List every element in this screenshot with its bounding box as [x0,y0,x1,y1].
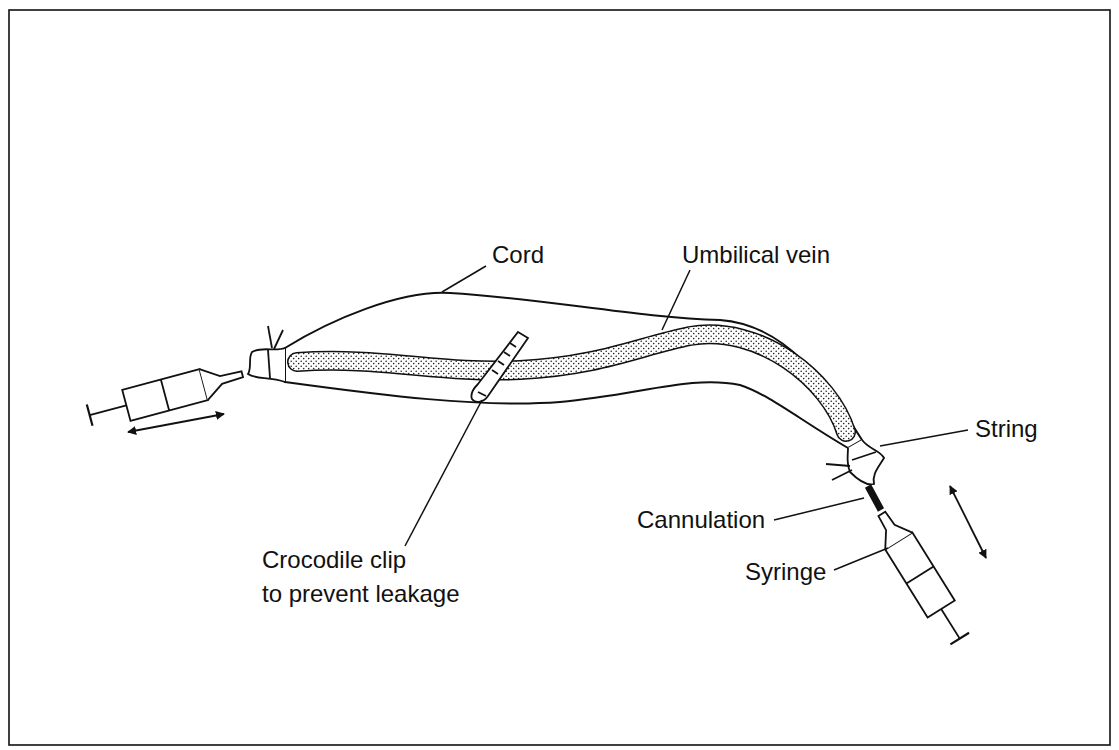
umbilical-vein [297,334,846,432]
part-label: Syringe [745,555,826,589]
syringe-left [86,359,247,431]
motion-arrow [128,414,224,432]
cannula [868,486,881,510]
line-spacer [422,543,487,577]
part-label: Cord [492,238,544,272]
string-tie-right [826,440,884,484]
part-label: String [975,412,1038,446]
frame-border [9,10,1110,745]
string-tie-left [248,326,285,382]
part-label: Cannulation [637,503,765,537]
part-label: Crocodile clip to prevent leakage [262,543,487,610]
motion-arrow [950,486,986,558]
cord-outline [285,293,862,448]
syringe-right [868,505,973,647]
crocodile-clip [471,332,528,402]
part-label: Umbilical vein [682,238,830,272]
leader-lines [405,266,968,570]
